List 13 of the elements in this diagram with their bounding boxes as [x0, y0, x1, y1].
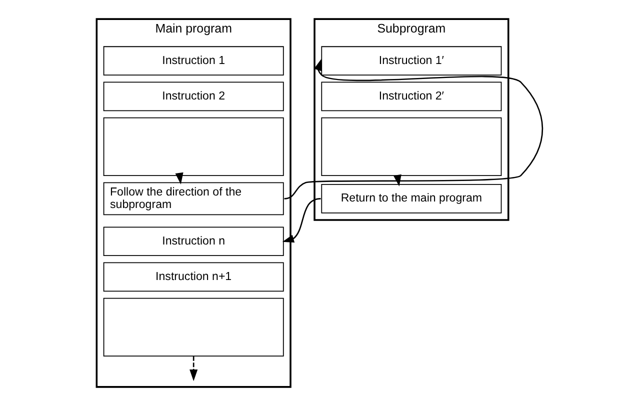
node-box: Return to the main program [320, 184, 502, 214]
arrow [284, 58, 542, 200]
arrow [174, 172, 183, 184]
node-box: Instruction n [102, 226, 284, 256]
node-box: Instruction 2 [102, 82, 284, 112]
node-box: Follow the direction of the subprogram [102, 182, 284, 216]
node-box [102, 298, 284, 356]
node-box: Instruction 2′ [320, 82, 502, 112]
node-box: Instruction n+1 [102, 262, 284, 292]
arrow [189, 356, 198, 382]
arrow [282, 198, 320, 243]
node-box: Instruction 1′ [320, 46, 502, 76]
node-box: Instruction 1 [102, 46, 284, 76]
